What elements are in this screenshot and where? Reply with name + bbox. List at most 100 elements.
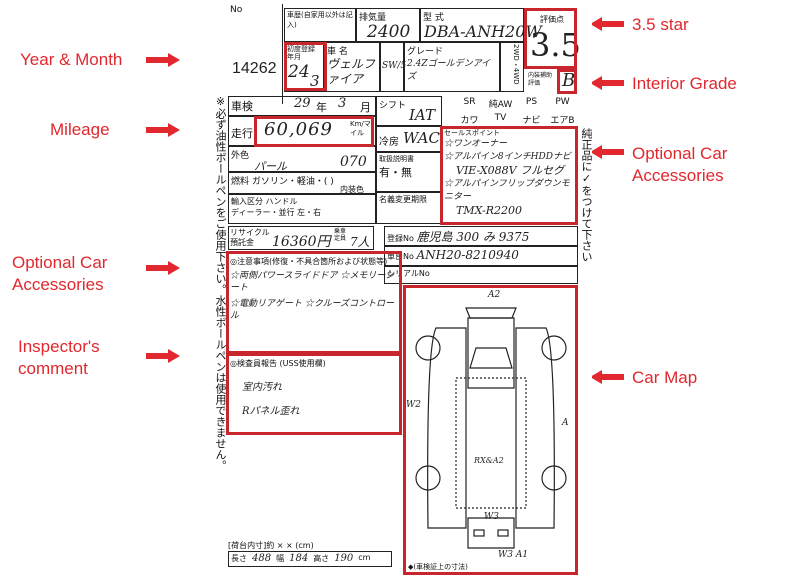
width-label: 幅 [276, 554, 285, 563]
score: 3.5 [530, 26, 581, 64]
map-mark: RX&A2 [474, 456, 504, 465]
capacity: 7人 [350, 235, 370, 249]
ac-label: 冷房 [379, 137, 399, 148]
equipment-item: ナビ [522, 116, 541, 126]
inspection-year: 29 [294, 96, 311, 111]
cm-unit: cm [358, 553, 371, 562]
inspector-label: ◎検査員報告 (USS使用欄) [230, 359, 326, 368]
equipment-item: PW [555, 97, 570, 107]
lot-number: 14262 [232, 60, 277, 77]
map-mark: W3 A1 [498, 550, 529, 560]
sales-point: ☆アルパインフリップダウンモニター [444, 179, 570, 202]
annotation-inspector: Inspector's comment [18, 337, 100, 378]
notes-label: ◎注意事項(修復・不具合箇所および状態等) [230, 257, 388, 266]
capacity-label: 乗車定員 [334, 228, 347, 242]
handle: 左・右 [297, 208, 321, 217]
sales-point: VIE-X088V フルセグ [456, 164, 565, 177]
color-label: 外色 [231, 151, 250, 161]
annotation-interior: Interior Grade [632, 74, 737, 93]
no-label: No [230, 5, 243, 15]
model-label: 型 式 [423, 13, 444, 23]
height: 190 [334, 553, 354, 564]
import-label: 輸入区分 [231, 197, 263, 206]
mileage-label: 走行 [231, 127, 253, 140]
width: 184 [289, 553, 309, 564]
arrow-left-icon [590, 76, 624, 90]
score-label: 評価点 [540, 15, 564, 24]
arrow-right-icon [146, 349, 180, 363]
equipment-item: 純AW [488, 100, 513, 110]
grade-label: グレード [407, 47, 444, 57]
car-map-highlight [403, 285, 578, 575]
car-name-label: 車 名 [327, 47, 348, 57]
right-note: 純正品に✓をつけて下さい [580, 128, 593, 262]
model-code: DBA-ANH20W [424, 22, 542, 41]
note-line: ☆両側パワースライドドア ☆メモリーシート [230, 271, 395, 293]
mileage-highlight [254, 116, 374, 147]
sales-point: ☆アルパイン8インチHDDナビ [444, 152, 571, 162]
height-label: 高さ [313, 554, 330, 563]
annotation-mileage: Mileage [50, 120, 110, 139]
recycle-label: リサイクル預託金 [230, 228, 270, 247]
annotation-optional-left: Optional Car Accessories [12, 253, 108, 294]
color-original: パール [254, 160, 287, 173]
arrow-left-icon [590, 370, 624, 384]
annotation-car-map: Car Map [632, 368, 698, 387]
arrow-right-icon [146, 123, 180, 137]
inspection-month: 3 [338, 96, 347, 111]
sales-point: TMX-R2200 [456, 204, 523, 217]
handle-label: ハンドル [265, 197, 298, 206]
equipment-item: SR [463, 97, 476, 107]
inspector-highlight [226, 353, 402, 435]
manual-label: 取扱説明書 [379, 155, 414, 163]
arrow-left-icon [590, 17, 624, 31]
map-mark: A2 [488, 290, 501, 300]
length: 488 [252, 553, 272, 564]
map-mark: A [562, 418, 569, 428]
month-unit: 月 [360, 101, 371, 114]
lot-cell: No [228, 4, 283, 104]
equipment-item: TV [494, 113, 507, 123]
year-unit: 年 [316, 101, 327, 114]
displacement: 2400 [367, 22, 411, 42]
arrow-left-icon [590, 145, 624, 159]
mileage-unit: Km/マイル [350, 120, 371, 137]
history-label: 車歴(自家用以外は記入) [287, 11, 353, 29]
ac: WAC [403, 129, 440, 147]
sales-points-highlight [440, 126, 578, 225]
shift-label: シフト [379, 101, 407, 111]
sales-point: ☆ワンオーナー [444, 139, 508, 149]
auction-sheet: ※必ず油性ボールペンをご使用下さい。水性ボールペンは使用できません。 純正品に✓… [212, 0, 593, 578]
sales-points-label: セールスポイント [444, 129, 500, 137]
displacement-label: 排気量 [359, 13, 387, 23]
manual: 有・無 [379, 166, 412, 179]
interior-label: 内装補助評価 [528, 72, 553, 87]
year-month-highlight [284, 42, 327, 91]
score-highlight [524, 8, 577, 69]
first-reg-label: 初度登録年月 [287, 45, 315, 61]
interior-highlight [557, 69, 577, 94]
color-code: 070 [340, 154, 367, 170]
arrow-right-icon [146, 53, 180, 67]
recycle: 16360円 [272, 234, 331, 250]
serial-label: シリアルNo [387, 269, 430, 278]
first-reg-month: 3 [310, 72, 320, 90]
import: ディーラー・並行 [231, 208, 295, 217]
grade: 2.4Zゴールデンアイズ [407, 59, 491, 82]
equipment-item: カワ [460, 116, 479, 126]
annotation-optional-right: Optional Car Accessories [632, 144, 728, 185]
annotation-star: 3.5 star [632, 15, 689, 34]
equipment-item: エアB [550, 116, 575, 126]
map-mark: W3 [484, 512, 499, 522]
int-color-label: 内装色 [340, 185, 364, 194]
inspector-note: Rパネル歪れ [242, 406, 300, 417]
notes-highlight [226, 251, 402, 354]
shift: IAT [409, 106, 435, 124]
car-name: ヴェルファイア [327, 57, 376, 86]
first-reg-year: 24 [288, 62, 310, 82]
plate: 鹿児島 300 み 9375 [416, 230, 530, 244]
arrow-right-icon [146, 261, 180, 275]
doors: SW/5 [382, 61, 407, 71]
